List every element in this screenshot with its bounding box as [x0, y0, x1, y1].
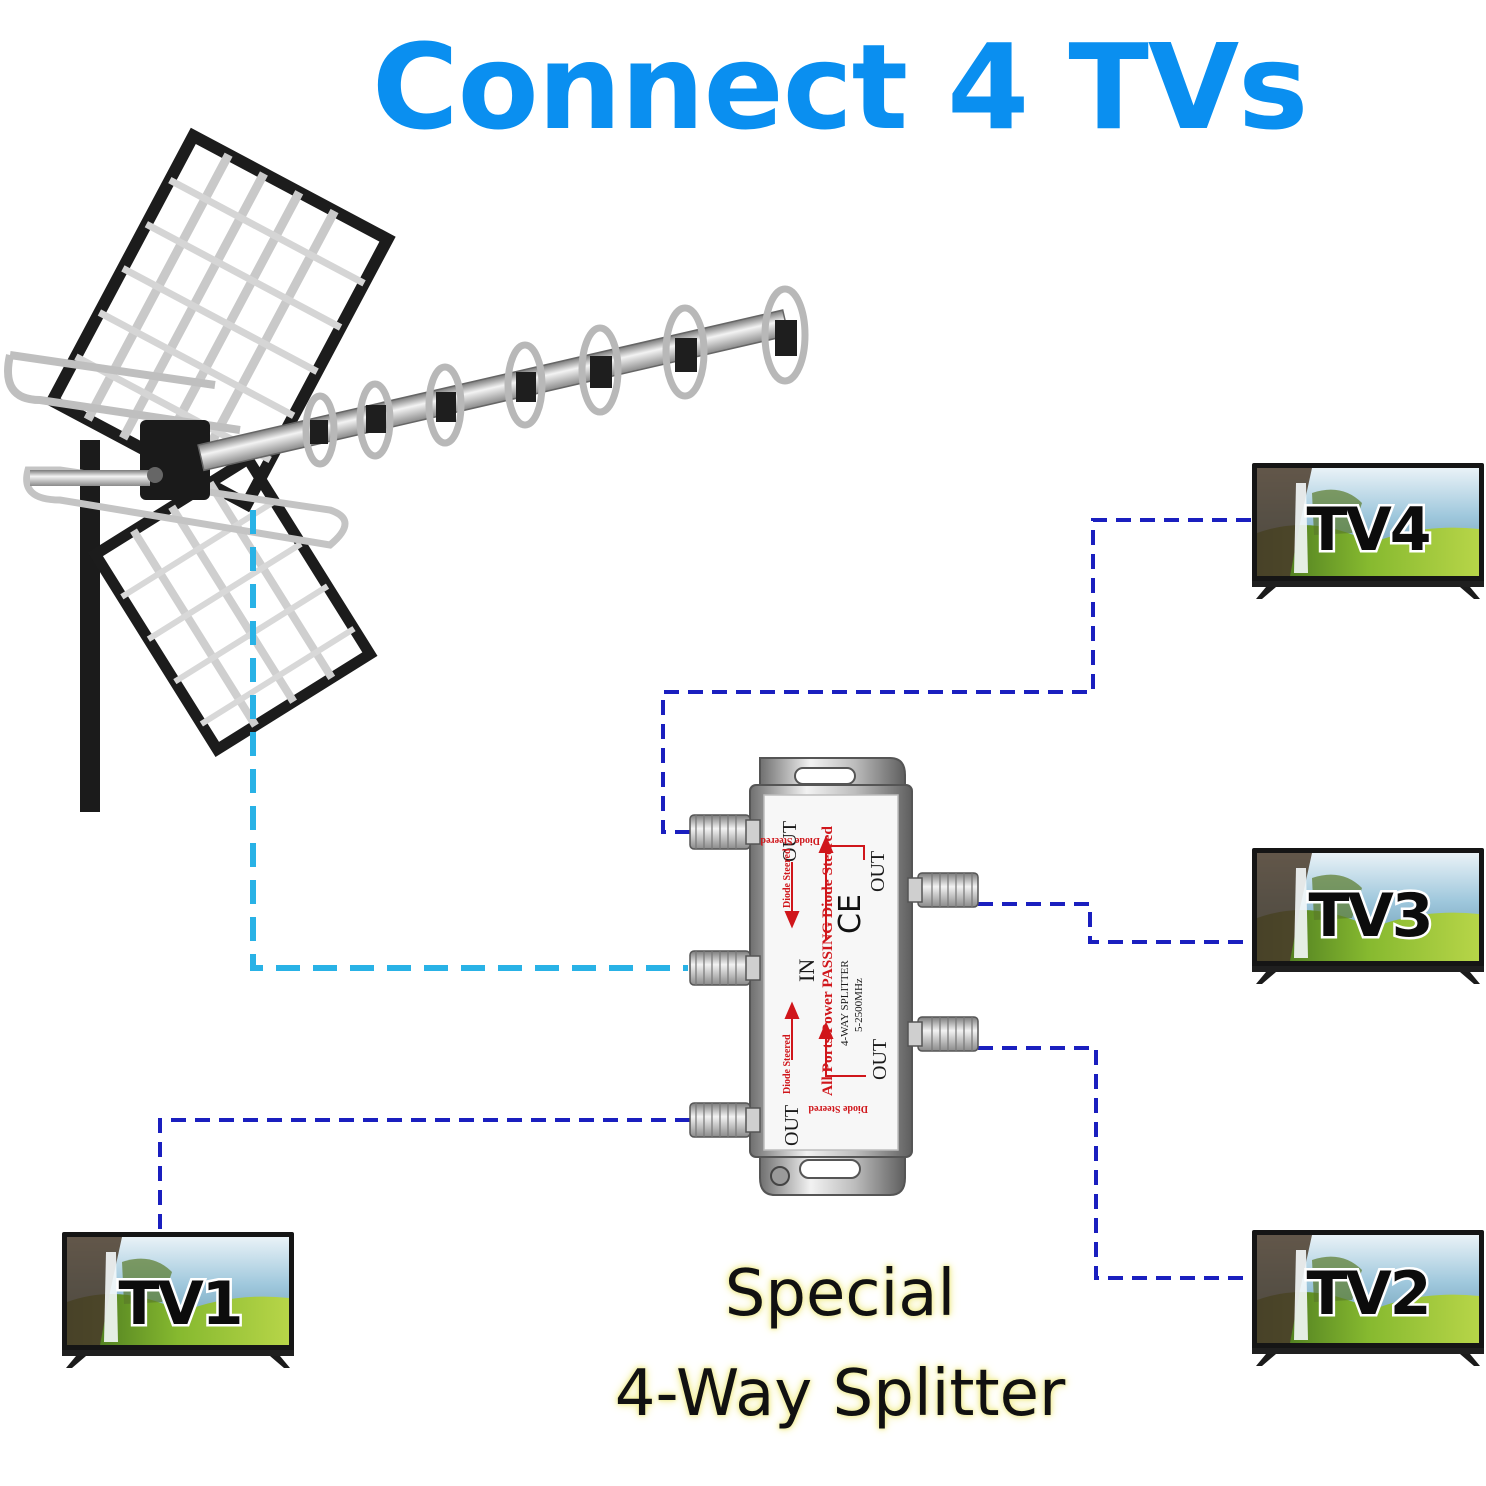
- port-out-label-bottom-left: OUT: [781, 1105, 803, 1146]
- page-title: Connect 4 TVs: [372, 18, 1308, 156]
- tv4: TV4: [1252, 463, 1484, 599]
- port-out-label-top-left: OUT: [779, 821, 801, 862]
- diode-label-2: Diode Steered: [760, 835, 820, 846]
- tv4-label: TV4: [1306, 495, 1429, 565]
- diode-label-4: Diode Steered: [808, 1103, 868, 1114]
- ce-mark: CE: [833, 894, 868, 934]
- diode-label-1: Diode Steered: [782, 848, 793, 908]
- splitter-icon: [689, 757, 979, 1196]
- splitter-caption-line2: 4-Way Splitter: [614, 1357, 1066, 1431]
- tv1: TV1: [62, 1232, 294, 1368]
- tv2-label: TV2: [1306, 1259, 1429, 1329]
- port-in-label: IN: [794, 959, 819, 982]
- cable-tv4: [661, 518, 1253, 834]
- diode-label-3: Diode Steered: [782, 1034, 793, 1094]
- port-out-label-top-right: OUT: [867, 851, 889, 892]
- tv3: TV3: [1252, 848, 1484, 984]
- splitter-freq-label: 5-2500MHz: [853, 978, 865, 1032]
- splitter-model-label: 4-WAY SPLITTER: [839, 960, 851, 1046]
- port-out-label-bottom-right: OUT: [869, 1039, 891, 1080]
- cable-tv1: [158, 1118, 690, 1234]
- splitter-main-label: All Ports Power PASSING Diode Steered: [820, 825, 836, 1096]
- antenna-icon: [4, 127, 809, 812]
- splitter-caption-line1: Special: [724, 1257, 956, 1331]
- tv1-label: TV1: [118, 1269, 241, 1339]
- antenna-cable: [250, 510, 688, 971]
- tv3-label: TV3: [1308, 881, 1431, 951]
- cable-tv3: [978, 902, 1253, 944]
- tv2: TV2: [1252, 1230, 1484, 1366]
- tv-cables: [158, 518, 1253, 1280]
- cable-tv2: [978, 1046, 1253, 1280]
